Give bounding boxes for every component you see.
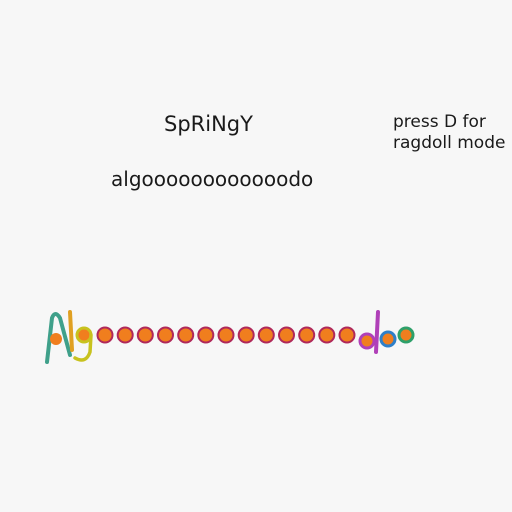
chain-ball[interactable] (298, 326, 316, 344)
chain-ball[interactable] (96, 326, 114, 344)
letter-g-tail (73, 333, 93, 362)
ragdoll-hint-line-1: press D for (393, 112, 486, 132)
chain-ball[interactable] (257, 326, 275, 344)
ragdoll-hint: press D for ragdoll mode (393, 112, 505, 154)
letter-l-glyph (68, 310, 74, 352)
ragdoll-hint-line-2: ragdoll mode (393, 133, 506, 153)
chain-ball[interactable] (318, 326, 336, 344)
letter-a-glyph (45, 312, 72, 364)
chain-ball[interactable] (338, 326, 356, 344)
chain-ball[interactable] (197, 326, 215, 344)
game-title: SpRiNgY (164, 112, 253, 136)
chain-ball[interactable] (157, 326, 174, 344)
letter-a-dot (50, 333, 62, 345)
letter-o-blue (379, 330, 397, 348)
chain-ball[interactable] (136, 326, 154, 344)
chain-balls (96, 326, 356, 344)
chain-ball[interactable] (278, 326, 295, 344)
letter-d-stem (374, 310, 380, 354)
letter-d-bowl (358, 332, 376, 350)
chain-ball[interactable] (116, 326, 134, 344)
chain-ball[interactable] (217, 326, 235, 344)
letter-g-bowl (75, 326, 93, 344)
target-word: algoooooooooooodo (111, 167, 314, 191)
letter-o-green (397, 326, 415, 344)
chain-ball[interactable] (237, 326, 255, 344)
chain-ball[interactable] (177, 326, 195, 344)
